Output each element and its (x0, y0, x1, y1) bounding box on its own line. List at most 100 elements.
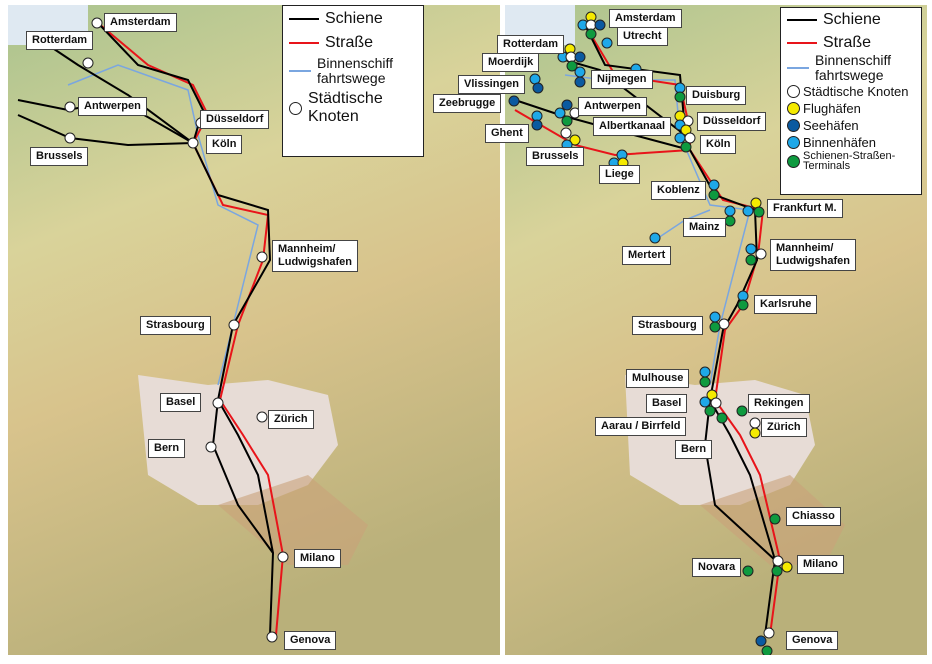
city-label-mertert: Mertert (622, 246, 672, 265)
city-label-bern: Bern (675, 440, 713, 459)
city-label-rotterdam: Rotterdam (26, 31, 94, 50)
waterway-line-swatch (289, 70, 311, 72)
label-line: Mannheim/ (278, 243, 336, 255)
rail-line (97, 22, 275, 636)
legend-label-line: Binnenschiff (317, 55, 394, 71)
city-label-antwerpen: Antwerpen (78, 97, 147, 116)
city-label-basel: Basel (160, 393, 202, 412)
waterway-line (67, 64, 259, 386)
airport-swatch (787, 102, 800, 115)
city-label-karlsruhe: Karlsruhe (754, 295, 818, 314)
legend-label: Straße (823, 34, 872, 51)
city-label-strasbourg: Strasbourg (140, 316, 211, 335)
city-label-chiasso: Chiasso (786, 507, 841, 526)
legend-label: Schienen-Straßen-Terminals (803, 150, 896, 172)
city-label-ghent: Ghent (485, 124, 529, 143)
city-nodes (64, 17, 289, 643)
legend-label: Städtische Knoten (803, 84, 909, 99)
rail-line (211, 399, 274, 554)
label-line: Mannheim/ (776, 242, 834, 254)
waterway-line-swatch (787, 67, 809, 69)
rail-line (514, 99, 691, 151)
legend-seaports: Seehäfen (787, 117, 915, 134)
legend-label-line: Städtische (308, 90, 383, 107)
city-label-rekingen: Rekingen (748, 394, 810, 413)
left-map-panel: Amsterdam Rotterdam Antwerpen Düsseldorf… (8, 5, 500, 655)
city-node-swatch (787, 85, 800, 98)
legend-label: Straße (325, 34, 374, 51)
label-line: Ludwigshafen (278, 256, 352, 268)
city-label-moerdijk: Moerdijk (482, 53, 540, 72)
city-label-genova: Genova (786, 631, 839, 650)
city-label-zeebrugge: Zeebrugge (433, 94, 502, 113)
city-label-liege: Liege (599, 165, 640, 184)
city-label-rotterdam: Rotterdam (497, 35, 565, 54)
seaport-swatch (787, 119, 800, 132)
label-line: Ludwigshafen (776, 255, 850, 267)
legend-inland-ports: Binnenhäfen (787, 134, 915, 151)
inland-port-swatch (787, 136, 800, 149)
legend-city-nodes: Städtische Knoten (787, 83, 915, 100)
legend-label-line: Terminals (803, 160, 851, 172)
legend-label-line: Binnenschiff (815, 52, 892, 68)
city-label-mannheim: Mannheim/Ludwigshafen (770, 239, 856, 271)
legend-label: Seehäfen (803, 118, 859, 133)
rail-line (703, 399, 776, 561)
city-label-utrecht: Utrecht (617, 27, 668, 46)
city-label-bern: Bern (148, 439, 186, 458)
city-label-zurich: Zürich (268, 410, 314, 429)
city-label-vlissingen: Vlissingen (458, 75, 526, 94)
city-label-mainz: Mainz (683, 218, 726, 237)
city-label-mannheim: Mannheim/Ludwigshafen (272, 240, 358, 272)
city-label-antwerpen: Antwerpen (578, 97, 647, 116)
legend-label: Binnenhäfen (803, 135, 877, 150)
rail-line-swatch (289, 18, 319, 20)
city-label-novara: Novara (692, 558, 742, 577)
city-label-strasbourg: Strasbourg (632, 316, 703, 335)
legend-label: Schiene (325, 10, 383, 27)
legend-label-line: Knoten (308, 108, 359, 125)
city-label-brussels: Brussels (30, 147, 89, 166)
city-node-swatch (289, 101, 302, 115)
rail-line (17, 114, 194, 147)
city-label-nijmegen: Nijmegen (591, 70, 653, 89)
legend-airports: Flughäfen (787, 100, 915, 117)
city-label-dusseldorf: Düsseldorf (200, 110, 270, 129)
legend-road: Straße (787, 34, 915, 51)
road-line-swatch (787, 41, 817, 44)
city-label-aarau-birrfeld: Aarau / Birrfeld (595, 417, 687, 436)
city-label-mulhouse: Mulhouse (626, 369, 690, 388)
city-label-milano: Milano (294, 549, 341, 568)
city-label-albertkanaal: Albertkanaal (593, 117, 672, 136)
city-label-amsterdam: Amsterdam (609, 9, 682, 28)
rail-line (47, 44, 194, 144)
city-label-genova: Genova (284, 631, 337, 650)
city-label-brussels: Brussels (526, 147, 585, 166)
road-line (514, 109, 691, 157)
legend-road: Straße (289, 34, 417, 52)
city-label-frankfurt: Frankfurt M. (767, 199, 843, 218)
city-label-milano: Milano (797, 555, 844, 574)
legend-terminals: Schienen-Straßen-Terminals (787, 150, 915, 172)
city-label-dusseldorf: Düsseldorf (697, 112, 767, 131)
city-label-zurich: Zürich (761, 418, 807, 437)
legend-label-line: fahrtswege (317, 70, 386, 86)
city-label-basel: Basel (646, 394, 688, 413)
legend-label: Flughäfen (803, 101, 861, 116)
legend-label-line: Schienen-Straßen- (803, 150, 896, 162)
rail-line-swatch (787, 18, 817, 21)
legend-rail: Schiene (289, 10, 417, 28)
road-line-swatch (289, 42, 319, 44)
city-label-amsterdam: Amsterdam (104, 13, 177, 32)
legend-label: Schiene (823, 11, 881, 28)
terminal-swatch (787, 154, 800, 168)
city-label-koblenz: Koblenz (651, 181, 706, 200)
